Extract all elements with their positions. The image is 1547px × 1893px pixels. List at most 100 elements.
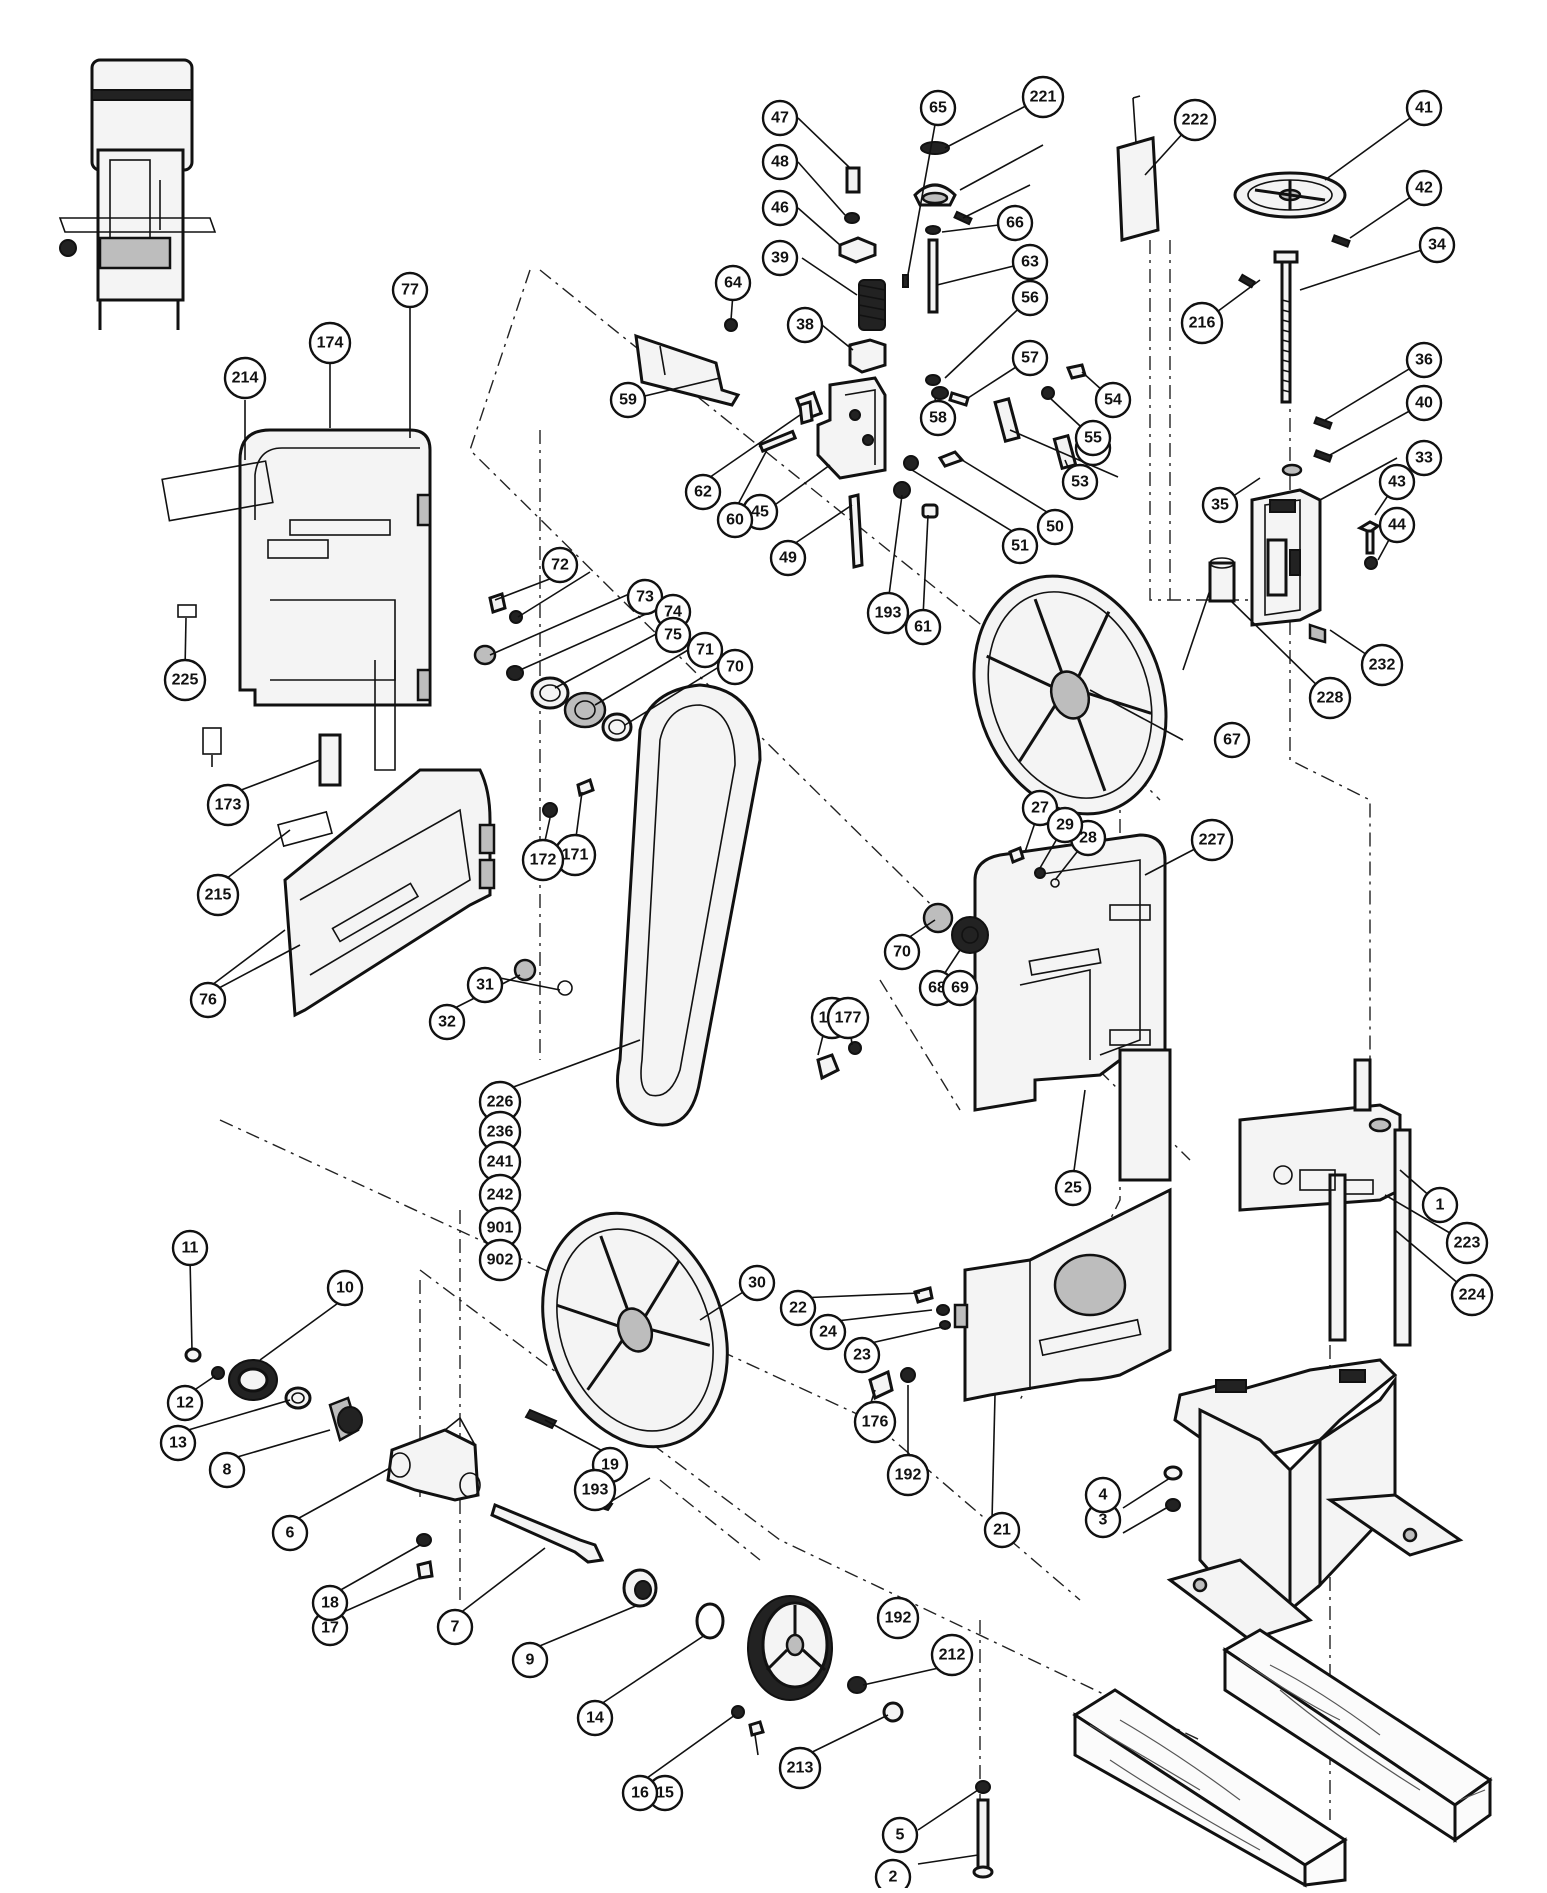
callout-label: 68: [928, 980, 946, 997]
callout-circle: [866, 591, 910, 635]
callout-circle: [621, 1774, 659, 1812]
callout-label: 39: [771, 250, 789, 267]
callout-label: 50: [1046, 519, 1064, 536]
callout-circle: [761, 143, 799, 181]
callout-circle: [428, 1003, 466, 1041]
callout-label: 58: [929, 410, 947, 427]
callout-circle: [1213, 721, 1251, 759]
callout-circle: [1418, 226, 1456, 264]
callout-circle: [761, 99, 799, 137]
callout-circle: [874, 1858, 912, 1893]
callout-circle: [208, 1451, 246, 1489]
callout-label: 42: [1415, 180, 1433, 197]
callout-circle: [761, 239, 799, 277]
callout-label: 215: [205, 887, 232, 904]
lower-wheel: [541, 1211, 729, 1449]
callout-label: 24: [819, 1324, 837, 1341]
callout-circle: [436, 1608, 474, 1646]
callout-circle: [654, 616, 692, 654]
callout-label: 216: [1189, 315, 1216, 332]
callout-circle: [196, 873, 240, 917]
callout-circle: [686, 631, 724, 669]
callout-label: 21: [993, 1522, 1011, 1539]
callout-circle: [1405, 439, 1443, 477]
callout-label: 242: [487, 1187, 514, 1204]
callout-circle: [1021, 789, 1059, 827]
callout-circle: [1036, 508, 1074, 546]
callout-label: 43: [1388, 474, 1406, 491]
callout-label: 34: [1428, 237, 1446, 254]
callout-label: 72: [551, 557, 569, 574]
callout-circle: [904, 608, 942, 646]
callout-label: 173: [215, 797, 242, 814]
guide-post-bracket: [1208, 463, 1381, 644]
upper-guide-assembly: [634, 141, 1087, 569]
callout-label: 192: [895, 1467, 922, 1484]
callout-label: 19: [601, 1457, 619, 1474]
callout-circle: [1180, 301, 1224, 345]
callout-circle: [311, 1584, 349, 1622]
callout-label: 241: [487, 1154, 514, 1171]
callout-circle: [576, 1699, 614, 1737]
callout-circle: [1173, 98, 1217, 142]
upper-wheel: [972, 574, 1168, 816]
callout-label: 177: [835, 1010, 862, 1027]
callout-circle: [786, 306, 824, 344]
callout-label: 7: [451, 1619, 460, 1636]
callout-label: 30: [748, 1275, 766, 1292]
callout-label: 1: [1436, 1197, 1445, 1214]
callout-circle: [853, 1400, 897, 1444]
callout-label: 227: [1199, 832, 1226, 849]
callout-label: 236: [487, 1124, 514, 1141]
callout-circle: [391, 271, 429, 309]
main-frame: [1238, 1058, 1412, 1347]
callout-label: 13: [169, 1435, 187, 1452]
callout-label: 65: [929, 100, 947, 117]
callout-label: 5: [896, 1827, 905, 1844]
callout-label: 3: [1099, 1512, 1108, 1529]
callout-circle: [996, 204, 1034, 242]
callout-label: 63: [1021, 254, 1039, 271]
callout-label: 74: [664, 604, 682, 621]
callout-circle: [206, 783, 250, 827]
callout-circle: [1011, 339, 1049, 377]
callout-circle: [778, 1746, 822, 1790]
callout-label: 12: [176, 1395, 194, 1412]
callout-circle: [1054, 1169, 1092, 1207]
callout-label: 64: [724, 275, 742, 292]
small-plate-2: [202, 727, 222, 755]
callout-label: 35: [1211, 497, 1229, 514]
callout-circle: [1405, 384, 1443, 422]
callout-circle: [876, 1596, 920, 1640]
saw-blade: [616, 683, 762, 1127]
callout-label: 228: [1317, 690, 1344, 707]
callout-label: 232: [1369, 657, 1396, 674]
callout-circle: [271, 1514, 309, 1552]
callout-circle: [1094, 381, 1132, 419]
callout-circle: [714, 264, 752, 302]
callout-label: 213: [787, 1760, 814, 1777]
callout-label: 61: [914, 619, 932, 636]
callout-label: 4: [1099, 1487, 1108, 1504]
upper-blade-guard: [238, 428, 432, 786]
callout-label: 49: [779, 550, 797, 567]
callout-circle: [166, 1384, 204, 1422]
callout-label: 226: [487, 1094, 514, 1111]
callout-label: 55: [1084, 430, 1102, 447]
callout-circle: [919, 89, 957, 127]
callout-label: 31: [476, 977, 494, 994]
callout-label: 192: [885, 1610, 912, 1627]
callout-label: 25: [1064, 1180, 1082, 1197]
wood-beams: [1072, 1628, 1493, 1888]
callout-label: 222: [1182, 112, 1209, 129]
stand-base: [1166, 1358, 1464, 1642]
callout-label: 6: [286, 1525, 295, 1542]
callout-label: 46: [771, 200, 789, 217]
callout-label: 60: [726, 512, 744, 529]
upper-frame-casting: [973, 833, 1172, 1182]
callout-circle: [779, 1289, 817, 1327]
callout-circle: [1450, 1273, 1494, 1317]
guard-fasteners: [513, 777, 595, 996]
callout-circle: [1378, 506, 1416, 544]
